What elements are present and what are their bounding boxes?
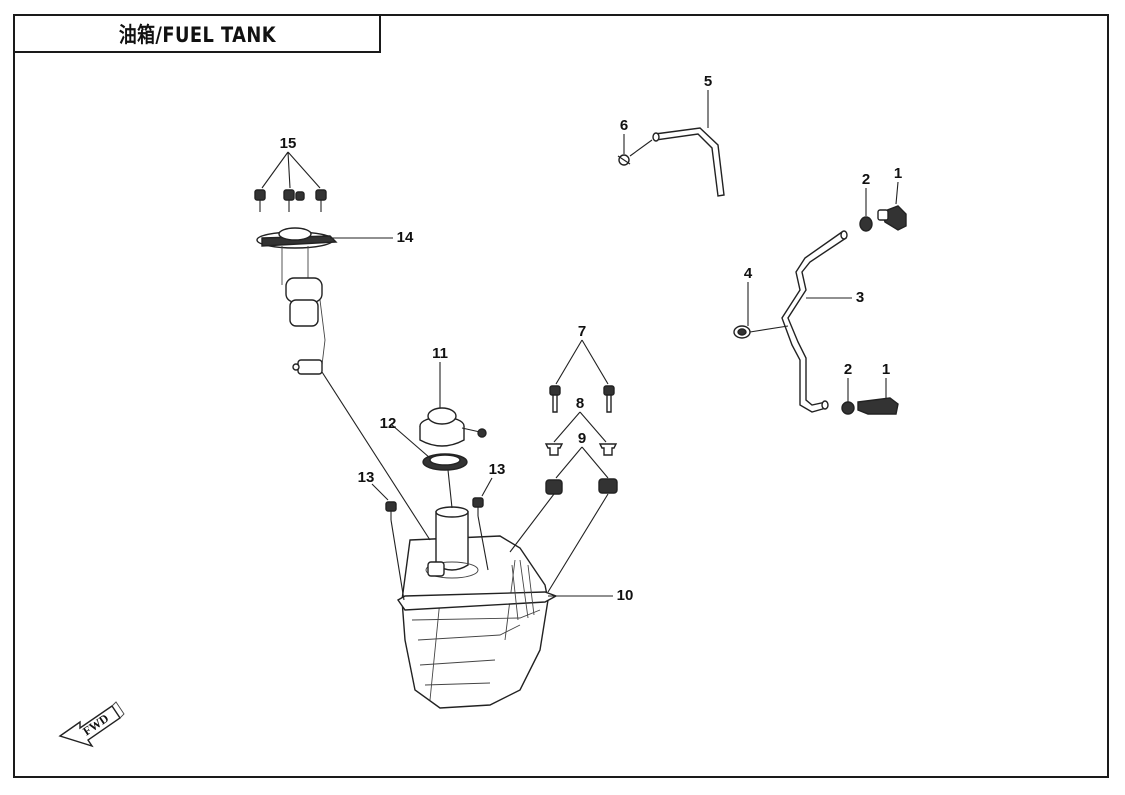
callout-4: 4: [744, 265, 753, 282]
collar-8-group: [544, 443, 618, 456]
callout-2-top: 2: [862, 171, 870, 188]
callout-15: 15: [280, 135, 297, 152]
cap-gasket: [422, 453, 468, 471]
hose-clamp-6: [617, 154, 631, 166]
callout-numbers: 15 14 11 12 13 13 7 8 9 10 5 6 2 1 3 4 2…: [280, 73, 903, 604]
callout-9: 9: [578, 430, 586, 447]
callout-13-left: 13: [358, 469, 375, 486]
screw-15-group: [254, 189, 327, 212]
fuel-tank: [396, 506, 558, 709]
clamp-4: [733, 325, 751, 339]
fuel-line: [781, 230, 848, 413]
vent-hose: [652, 127, 725, 197]
callout-7: 7: [578, 323, 586, 340]
callout-12: 12: [380, 415, 397, 432]
callout-10: 10: [617, 587, 634, 604]
fwd-arrow-icon: FWD: [58, 701, 125, 748]
callout-13-right: 13: [489, 461, 506, 478]
fuel-pump-assembly: [256, 227, 338, 375]
callout-3: 3: [856, 289, 864, 306]
quick-connector-1-top: [877, 205, 907, 231]
rubber-9-group: [545, 478, 618, 495]
callout-6: 6: [620, 117, 628, 134]
callout-1-bottom: 1: [882, 361, 890, 378]
bolt-7-group: [549, 385, 615, 413]
bolt-13-left: [385, 501, 397, 520]
callout-1-top: 1: [894, 165, 902, 182]
callout-5: 5: [704, 73, 712, 90]
page-title: 油箱/FUEL TANK: [118, 22, 276, 47]
leader-lines: [261, 90, 899, 601]
callout-11: 11: [432, 345, 448, 362]
title-box: 油箱/FUEL TANK: [13, 14, 381, 53]
clip-2-bottom: [841, 401, 855, 415]
clip-2-top: [859, 216, 873, 232]
callout-2-bottom: 2: [844, 361, 852, 378]
bolt-13-right: [472, 497, 484, 516]
quick-connector-1-bottom: [857, 397, 899, 415]
fuel-cap: [419, 407, 487, 447]
callout-14: 14: [397, 229, 414, 246]
callout-8: 8: [576, 395, 584, 412]
drawing-frame: [13, 14, 1109, 778]
